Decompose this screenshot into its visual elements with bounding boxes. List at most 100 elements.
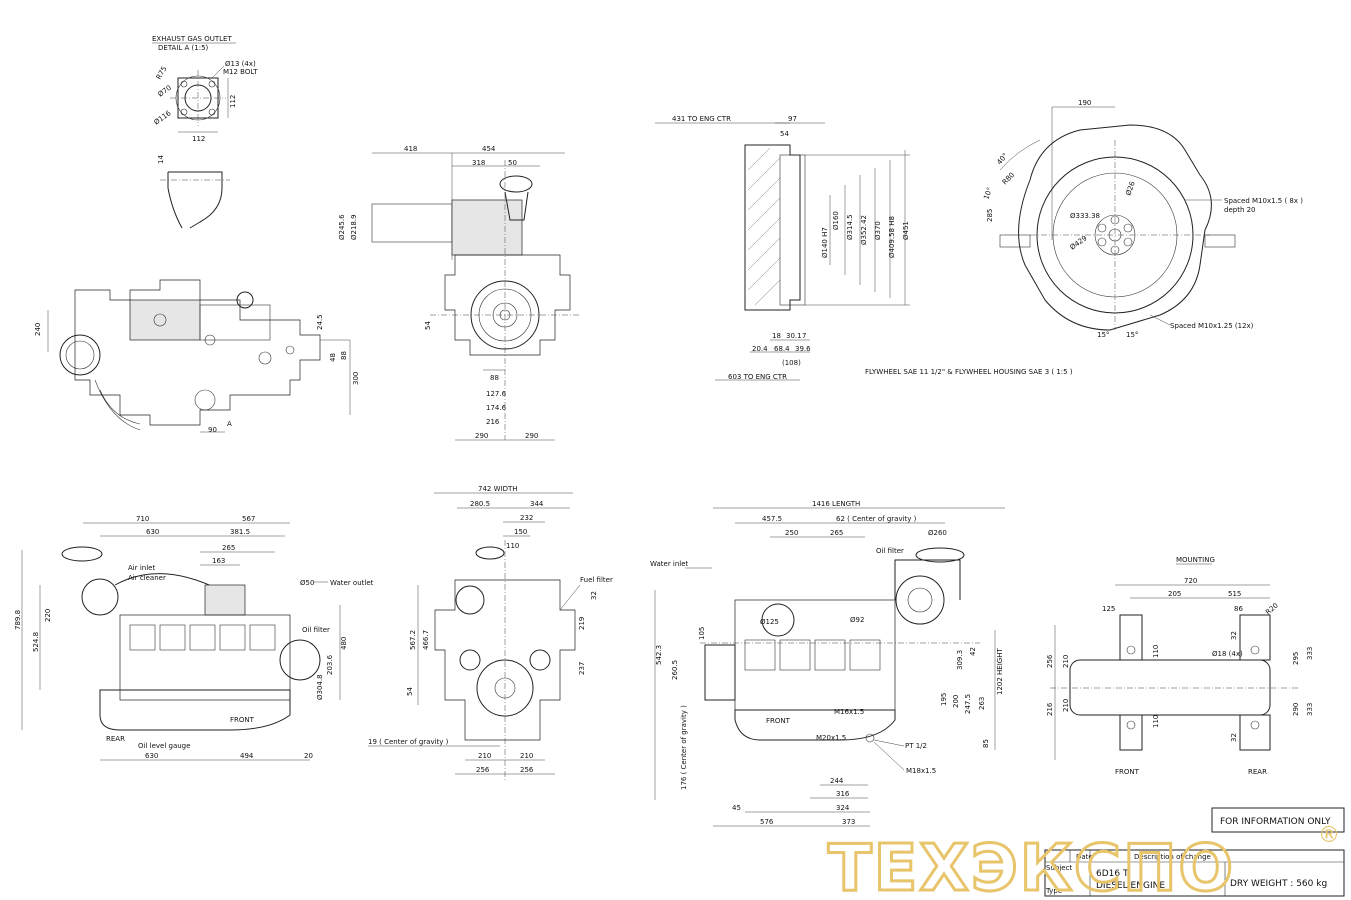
sr-m20: M20x1.5 [816,734,846,742]
mt-d32a: 32 [1230,631,1238,640]
tb-info: FOR INFORMATION ONLY [1220,817,1331,827]
tl-d88: 88 [340,351,348,360]
fv-d237: 237 [578,662,586,675]
sr-d125: Ø125 [760,618,779,626]
sr-front: FRONT [766,717,791,725]
sr-pt: PT 1/2 [905,742,927,750]
tf-d245: Ø245.6 [338,214,346,240]
mt-d290b: 290 [1292,703,1300,716]
fs-d18: 18 [772,332,781,340]
tb-col-date: Date [1076,853,1093,861]
fv-d466: 466.7 [422,630,430,650]
tl-d90: 90 [208,426,217,434]
sl-b494: 494 [240,752,254,760]
detail-a-bolt-size: Ø13 (4x) [225,60,256,68]
tl-d240: 240 [34,323,42,336]
tf-d88: 88 [490,374,499,382]
fs-d97: 97 [788,115,797,123]
fs-d160: Ø160 [832,211,840,230]
watermark-logo: ТЕХЭКСПО ® [827,823,1341,900]
mt-d86: 86 [1234,605,1243,613]
sr-d45: 45 [732,804,741,812]
detail-a-subtitle: DETAIL A (1:5) [158,44,209,52]
sr-m18: M18x1.5 [906,767,936,775]
mt-d205: 205 [1168,590,1181,598]
sr-d324: 324 [836,804,850,812]
side-view-right: 1416 LENGTH 457.5 62 ( Center of gravity… [650,500,1005,827]
tf-d290b: 290 [525,432,538,440]
fs-d409: Ø409.58 H8 [888,216,896,258]
fv-d210a: 210 [478,752,491,760]
tf-d290a: 290 [475,432,488,440]
tf-d54: 54 [424,321,432,330]
flywheel-front-view: 190 40° 10° R80 285 Ø333.38 Ø26 Ø429 Spa… [982,99,1303,339]
ff-d333: Ø333.38 [1070,212,1100,220]
mounting-view: MOUNTING 720 205 515 125 86 R20 32 Ø18 (… [1046,556,1314,776]
fv-d32: 32 [590,591,598,600]
mt-d125: 125 [1102,605,1115,613]
flywheel-section: 431 TO ENG CTR 97 54 Ø140 H7 Ø160 Ø314.5… [655,115,1073,381]
sr-d457: 457.5 [762,515,782,523]
ff-depth: depth 20 [1224,206,1256,214]
sr-d309: 309.3 [956,650,964,670]
ff-d26: Ø26 [1124,180,1137,197]
fv-d219: 219 [578,617,586,630]
mt-d515: 515 [1228,590,1241,598]
mt-r20: R20 [1264,602,1280,617]
ff-r80: R80 [1001,171,1016,186]
fv-width: 742 WIDTH [478,485,518,493]
sl-d265: 265 [222,544,235,552]
sr-oil-filter: Oil filter [876,547,904,555]
side-view-left: 710 567 630 381.5 265 163 Air inlet Air … [14,515,374,761]
sr-d85: 85 [982,739,990,748]
tf-d216: 216 [486,418,500,426]
sr-d373: 373 [842,818,855,826]
detail-a-h14: 14 [157,155,165,164]
sl-d163: 163 [212,557,225,565]
sl-d50: Ø50 [300,579,314,587]
detail-a-h112: 112 [229,95,237,108]
sr-d105: 105 [698,627,706,640]
sr-d265: 265 [830,529,843,537]
sr-d42: 42 [969,647,977,656]
fs-d39: 39.6 [795,345,811,353]
ff-d190: 190 [1078,99,1091,107]
mt-d720: 720 [1184,577,1197,585]
title-block: FOR INFORMATION ONLY Date Description of… [1044,807,1345,897]
tf-d318: 318 [472,159,485,167]
fs-d352: Ø352.42 [860,215,868,245]
sr-d62: 62 ( Center of gravity ) [836,515,917,523]
watermark-registered-mark: ® [1318,823,1340,848]
detail-a-d116: Ø116 [153,109,173,127]
sl-oil-level: Oil level gauge [138,742,190,750]
sr-d263: 263 [978,697,986,710]
ff-a10: 10° [982,186,994,200]
mt-d18: Ø18 (4x) [1212,650,1243,658]
fs-caption: FLYWHEEL SAE 11 1/2" & FLYWHEEL HOUSING … [865,368,1073,376]
watermark-text: ТЕХЭКСПО [828,832,1235,900]
fs-d108: (108) [782,359,801,367]
mt-front: FRONT [1115,768,1140,776]
fs-d314: Ø314.5 [846,214,854,240]
sr-d260: Ø260 [928,529,947,537]
ff-spaced2: Spaced M10x1.25 (12x) [1170,322,1254,330]
sr-d195: 195 [940,693,948,706]
mt-d295a: 295 [1292,652,1300,665]
sr-d176: 176 ( Center of gravity ) [680,705,688,790]
tb-desc: DIESEL ENGINE [1096,881,1165,891]
fs-d370: Ø370 [874,221,882,240]
tf-d50: 50 [508,159,517,167]
ff-a15b: 15° [1126,331,1138,339]
detail-a-exhaust-outlet: EXHAUST GAS OUTLET DETAIL A (1:5) Ø13 (4… [152,35,258,229]
sl-b630: 630 [145,752,158,760]
ff-d285: 285 [986,209,994,222]
mt-d216: 216 [1046,702,1054,716]
tf-d218: Ø218.9 [350,214,358,240]
mt-d256: 256 [1046,654,1054,668]
tb-col-type: Type [1045,887,1062,895]
fs-d30: 30.1 [786,332,802,340]
fs-d451: Ø451 [902,221,910,240]
tl-d24-5: 24.5 [316,314,324,330]
sr-d247: 247.5 [964,694,972,714]
top-front-view: 418 454 318 50 Ø245.6 Ø218.9 54 88 127.6… [338,145,580,441]
